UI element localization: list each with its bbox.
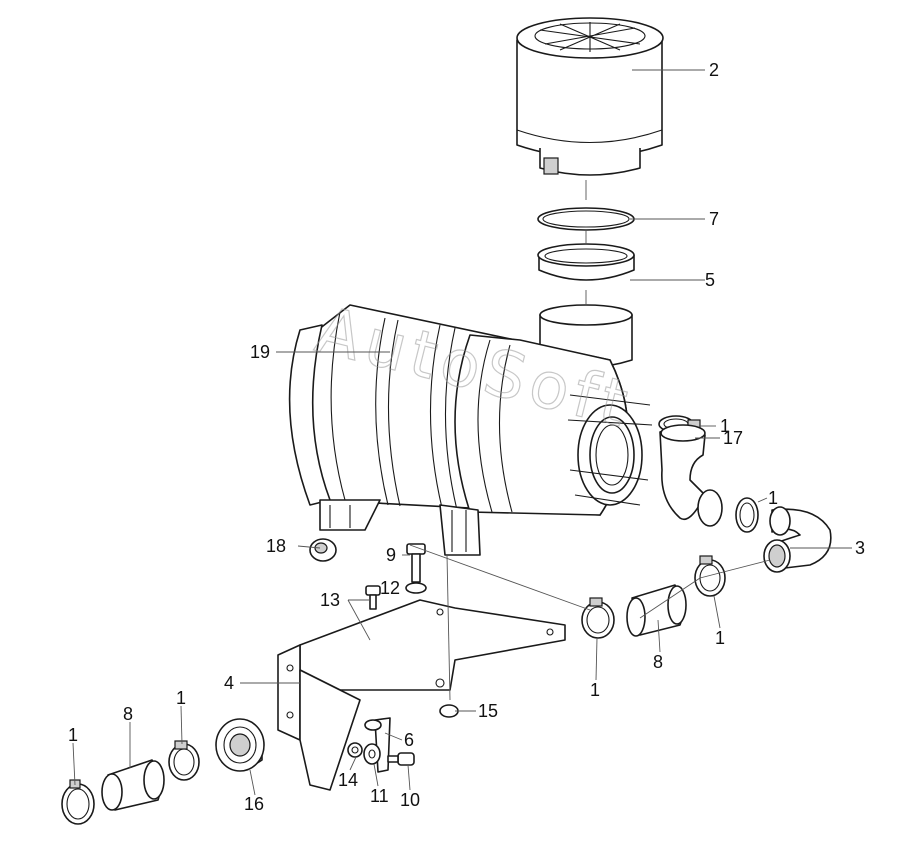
bracket-part-4	[277, 599, 566, 791]
callout-label: 8	[123, 704, 133, 724]
callout-label: 15	[478, 701, 498, 721]
air-filter-housing-part-19	[288, 304, 653, 556]
callout-label: 14	[338, 770, 358, 790]
clamp-part-1-middle	[581, 597, 615, 639]
washer-part-11	[363, 743, 381, 765]
nut-part-14	[347, 742, 363, 758]
rubber-sleeve-part-16	[215, 718, 265, 772]
callout-label: 18	[266, 536, 286, 556]
callout-labels: 2 7 5 19 1 17 1 3 18 9 12 13 4 15 6 14 1…	[68, 60, 865, 814]
callout-label: 1	[715, 628, 725, 648]
hose-part-8-left	[101, 759, 165, 811]
callout-label: 11	[370, 786, 389, 806]
clamp-part-1-far-left	[61, 779, 95, 825]
washer-part-12	[405, 582, 427, 594]
bolt-part-10	[387, 752, 415, 766]
hose-part-8-right	[626, 584, 687, 637]
clamp-part-1-right	[694, 555, 726, 597]
callout-label: 16	[244, 794, 264, 814]
callout-label: 1	[68, 725, 78, 745]
callout-label: 7	[709, 209, 719, 229]
leader-lines	[72, 69, 852, 796]
callout-label: 9	[386, 545, 396, 565]
callout-label: 19	[250, 342, 270, 362]
callout-label: 17	[723, 428, 743, 448]
callout-label: 1	[768, 488, 778, 508]
filter-element-part-2	[516, 17, 664, 176]
callout-label: 4	[224, 673, 234, 693]
callout-label: 13	[320, 590, 340, 610]
callout-label: 8	[653, 652, 663, 672]
callout-label: 12	[380, 578, 400, 598]
clamp-part-1-elbow	[735, 497, 759, 533]
seal-ring-part-7	[537, 207, 635, 231]
callout-label: 3	[855, 538, 865, 558]
bolt-part-9	[406, 543, 426, 583]
callout-label: 1	[590, 680, 600, 700]
clamp-part-1-left	[168, 740, 200, 781]
callout-label: 1	[176, 688, 186, 708]
callout-label: 5	[705, 270, 715, 290]
elbow-hose-part-17	[659, 424, 723, 527]
valve-part-18	[309, 538, 337, 562]
callout-label: 1	[720, 416, 730, 436]
callout-label: 10	[400, 790, 420, 810]
callout-label: 2	[709, 60, 719, 80]
callout-label: 6	[404, 730, 414, 750]
elbow-hose-part-3	[763, 506, 832, 573]
collar-ring-part-5	[537, 243, 635, 281]
